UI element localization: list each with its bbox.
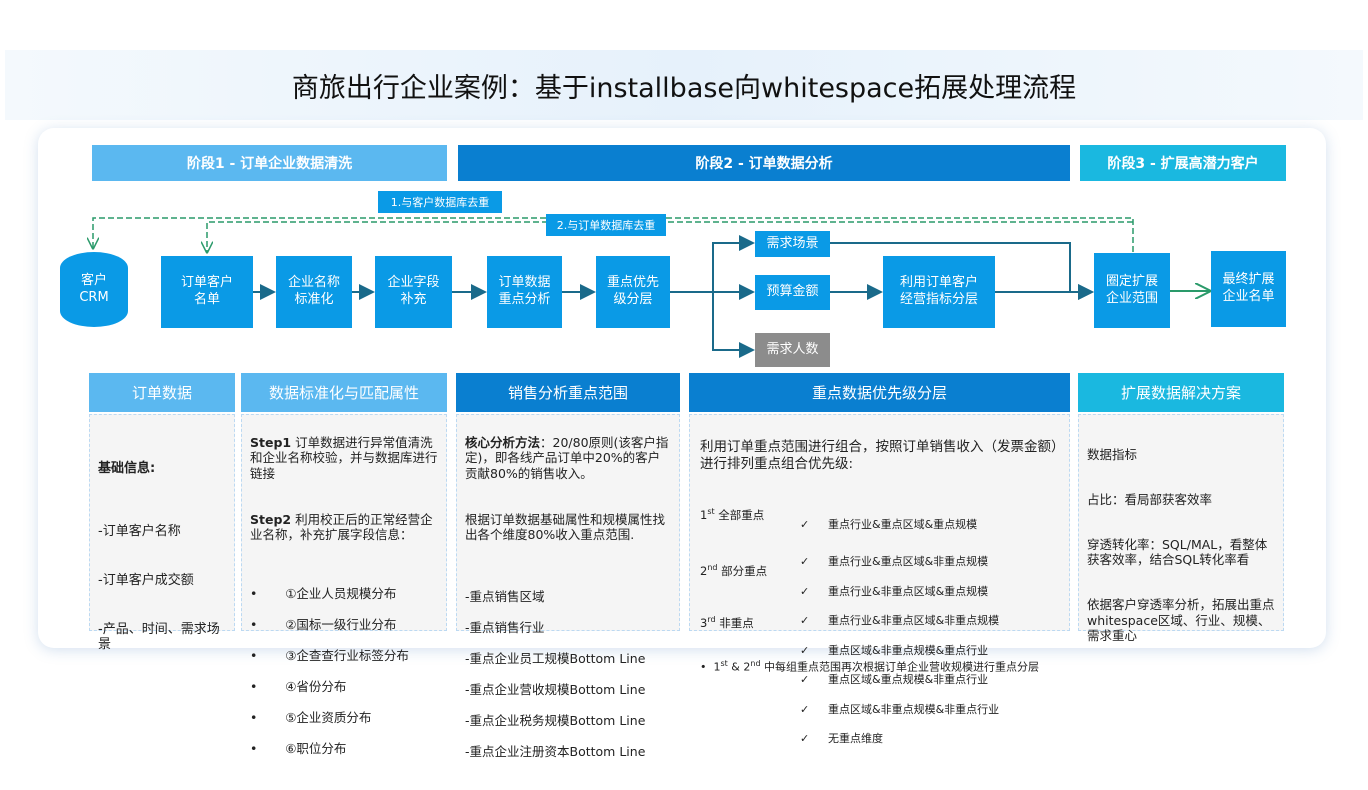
list-item: -订单客户名称 [98, 523, 181, 539]
indicator-layering-node: 利用订单客户 经营指标分层 [883, 256, 995, 328]
tier-2: 2nd 部分重点 [700, 563, 768, 578]
combo-row: ✓重点行业&非重点区域&重点规模 [800, 584, 989, 598]
combo-row: ✓重点区域&重点规模&非重点行业 [800, 673, 989, 686]
priority-note: • 1st & 2nd 中每组重点范围再次根据订单企业营收规模进行重点分层 [700, 658, 1040, 674]
method-text: ：20/80原则(该客户指定)，即各线产品订单中20%的客户贡献80%的销售收入… [465, 434, 669, 481]
col-priority-header: 重点数据优先级分层 [689, 373, 1070, 412]
headcount-node: 需求人数 [755, 333, 830, 367]
col-order-data-header: 订单数据 [89, 373, 235, 412]
budget-node: 预算金额 [755, 275, 830, 310]
key-analysis-node: 订单数据 重点分析 [487, 256, 562, 328]
list-item: 穿透转化率：SQL/MAL，看整体获客效率，结合SQL转化率看 [1087, 536, 1268, 568]
list-item: -重点销售行业 [465, 619, 545, 635]
list-item: • ⑤企业资质分布 [250, 709, 372, 725]
analysis-paragraph: 根据订单数据基础属性和规模属性找出各个维度80%收入重点范围. [465, 511, 666, 543]
combo-row: ✓重点行业&非重点区域&非重点规模 [800, 614, 1000, 627]
col-solution-body: 数据指标 占比：看局部获客效率 穿透转化率：SQL/MAL，看整体获客效率，结合… [1078, 414, 1284, 643]
tier-1: 1st 全部重点 [700, 507, 765, 522]
list-item: 数据指标 [1087, 446, 1138, 462]
page-title: 商旅出行企业案例：基于installbase向whitespace拓展处理流程 [5, 50, 1363, 120]
combo-row: ✓重点行业&重点区域&非重点规模 [800, 555, 989, 568]
order-customer-list-node: 订单客户 名单 [161, 256, 253, 328]
list-item: -产品、时间、需求场景 [98, 621, 220, 653]
list-item: • ①企业人员规模分布 [250, 585, 397, 601]
combo-row: ✓重点区域&非重点规模&重点行业 [800, 643, 989, 657]
phase-2-header: 阶段2 - 订单数据分析 [458, 145, 1070, 181]
expansion-scope-node: 圈定扩展 企业范围 [1094, 253, 1170, 328]
basic-info-heading: 基础信息: [98, 460, 156, 476]
list-item: 依据客户穿透率分析，拓展出重点whitespace区域、行业、规模、需求重心 [1087, 597, 1275, 643]
list-item: 占比：看局部获客效率 [1087, 491, 1213, 507]
step2-label: Step2 [250, 511, 292, 527]
combo-row: ✓重点行业&重点区域&重点规模 [800, 517, 978, 531]
list-item: • ⑥职位分布 [250, 740, 347, 756]
field-list: • ①企业人员规模分布 • ②国标一级行业分布 • ③企查查行业标签分布 • ④… [250, 570, 438, 772]
col-solution-header: 扩展数据解决方案 [1078, 373, 1284, 412]
col-sales-analysis-body: 核心分析方法：20/80原则(该客户指定)，即各线产品订单中20%的客户贡献80… [456, 414, 680, 759]
col-sales-analysis-header: 销售分析重点范围 [456, 373, 680, 412]
list-item: • ④省份分布 [250, 678, 347, 694]
dedup-customer-db-label: 1.与客户数据库去重 [378, 191, 502, 213]
crm-database-node: 客户 CRM [60, 252, 128, 327]
step1-text: 订单数据进行异常值清洗和企业名称校验，并与数据库进行链接 [250, 434, 438, 481]
dedup-order-db-label: 2.与订单数据库去重 [546, 214, 666, 236]
list-item: -重点企业税务规模Bottom Line [465, 712, 646, 728]
priority-table: 1st 全部重点 2nd 部分重点 3rd 非重点 ✓重点行业&重点区域&重点规… [700, 502, 1059, 745]
col-standardize-header: 数据标准化与匹配属性 [241, 373, 447, 412]
col-standardize-body: Step1 订单数据进行异常值清洗和企业名称校验，并与数据库进行链接 Step2… [241, 414, 447, 756]
list-item: • ③企查查行业标签分布 [250, 647, 409, 663]
list-item: -重点销售区域 [465, 588, 545, 604]
method-label: 核心分析方法 [465, 434, 541, 450]
list-item: -订单客户成交额 [98, 572, 194, 588]
col-order-data-body: 基础信息: -订单客户名称 -订单客户成交额 -产品、时间、需求场景 [89, 414, 235, 652]
list-item: • ②国标一级行业分布 [250, 616, 397, 632]
phase-1-header: 阶段1 - 订单企业数据清洗 [92, 145, 447, 181]
step1-label: Step1 [250, 434, 292, 450]
col-priority-body: 利用订单重点范围进行组合，按照订单销售收入（发票金额）进行排列重点组合优先级: … [689, 414, 1070, 745]
final-list-node: 最终扩展 企业名单 [1211, 251, 1286, 327]
priority-layering-node: 重点优先 级分层 [596, 256, 670, 328]
priority-intro: 利用订单重点范围进行组合，按照订单销售收入（发票金额）进行排列重点组合优先级: [700, 438, 1058, 472]
combo-row: ✓无重点维度 [800, 732, 883, 745]
list-item: -重点企业营收规模Bottom Line [465, 681, 646, 697]
list-item: -重点企业注册资本Bottom Line [465, 743, 646, 759]
phase-3-header: 阶段3 - 扩展高潜力客户 [1080, 145, 1286, 181]
demand-scene-node: 需求场景 [755, 231, 830, 257]
tier-3: 3rd 非重点 [700, 615, 754, 630]
name-standardization-node: 企业名称 标准化 [276, 256, 352, 328]
list-item: -重点企业员工规模Bottom Line [465, 650, 646, 666]
step2-text: 利用校正后的正常经营企业名称，补充扩展字段信息： [250, 511, 433, 543]
field-supplement-node: 企业字段 补充 [375, 256, 452, 328]
